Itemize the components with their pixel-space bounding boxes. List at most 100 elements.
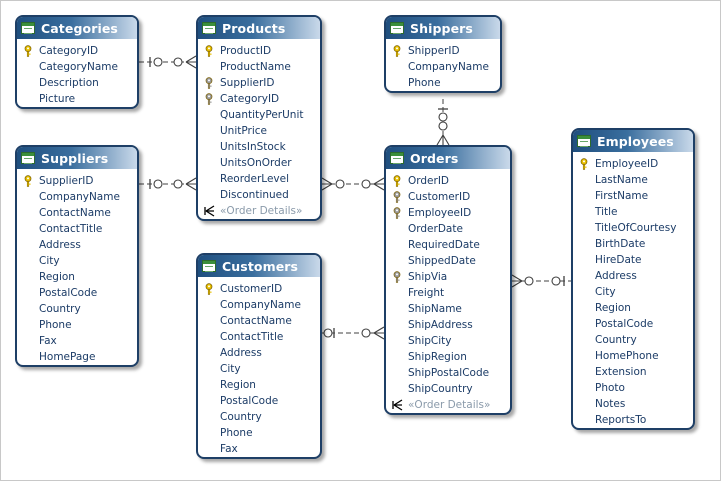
field-row[interactable]: SupplierID bbox=[17, 173, 137, 189]
navigation-property[interactable]: «Order Details» bbox=[198, 203, 320, 219]
field-row[interactable]: Region bbox=[17, 269, 137, 285]
field-row[interactable]: Fax bbox=[17, 333, 137, 349]
entity-header[interactable]: Categories bbox=[17, 17, 137, 39]
field-row[interactable]: CustomerID bbox=[386, 189, 510, 205]
navigation-property[interactable]: «Order Details» bbox=[386, 397, 510, 413]
field-row[interactable]: Notes bbox=[573, 396, 693, 412]
field-row[interactable]: UnitPrice bbox=[198, 123, 320, 139]
field-name: Photo bbox=[595, 382, 625, 394]
field-row[interactable]: Title bbox=[573, 204, 693, 220]
field-row[interactable]: ShipperID bbox=[386, 43, 500, 59]
field-row[interactable]: ShipAddress bbox=[386, 317, 510, 333]
field-row[interactable]: HomePhone bbox=[573, 348, 693, 364]
field-row[interactable]: Address bbox=[17, 237, 137, 253]
field-row[interactable]: Country bbox=[198, 409, 320, 425]
field-row[interactable]: ReorderLevel bbox=[198, 171, 320, 187]
field-row[interactable]: ContactTitle bbox=[198, 329, 320, 345]
field-row[interactable]: Fax bbox=[198, 441, 320, 457]
field-row[interactable]: Description bbox=[17, 75, 137, 91]
optional-marker bbox=[524, 276, 534, 286]
field-row[interactable]: ContactTitle bbox=[17, 221, 137, 237]
field-row[interactable]: ContactName bbox=[198, 313, 320, 329]
field-row[interactable]: EmployeeID bbox=[386, 205, 510, 221]
field-row[interactable]: City bbox=[17, 253, 137, 269]
field-row[interactable]: CompanyName bbox=[198, 297, 320, 313]
field-row[interactable]: EmployeeID bbox=[573, 156, 693, 172]
field-row[interactable]: LastName bbox=[573, 172, 693, 188]
field-row[interactable]: CategoryName bbox=[17, 59, 137, 75]
field-row[interactable]: CategoryID bbox=[198, 91, 320, 107]
field-row[interactable]: ContactName bbox=[17, 205, 137, 221]
field-row[interactable]: Phone bbox=[386, 75, 500, 91]
field-row[interactable]: TitleOfCourtesy bbox=[573, 220, 693, 236]
field-row[interactable]: ShipVia bbox=[386, 269, 510, 285]
optional-marker bbox=[153, 179, 163, 189]
field-row[interactable]: PostalCode bbox=[17, 285, 137, 301]
entity-header[interactable]: Orders bbox=[386, 147, 510, 169]
field-row[interactable]: OrderID bbox=[386, 173, 510, 189]
field-row[interactable]: ShipRegion bbox=[386, 349, 510, 365]
field-row[interactable]: OrderDate bbox=[386, 221, 510, 237]
field-name: OrderID bbox=[408, 175, 450, 187]
field-row[interactable]: Extension bbox=[573, 364, 693, 380]
primary-key-icon bbox=[386, 45, 408, 57]
field-row[interactable]: ProductID bbox=[198, 43, 320, 59]
field-row[interactable]: ReportsTo bbox=[573, 412, 693, 428]
field-name: Phone bbox=[408, 77, 441, 89]
entity-header[interactable]: Employees bbox=[573, 130, 693, 152]
field-name: Title bbox=[595, 206, 618, 218]
field-row[interactable]: ShipCountry bbox=[386, 381, 510, 397]
field-row[interactable]: RequiredDate bbox=[386, 237, 510, 253]
field-row[interactable]: ProductName bbox=[198, 59, 320, 75]
field-row[interactable]: SupplierID bbox=[198, 75, 320, 91]
field-row[interactable]: Country bbox=[573, 332, 693, 348]
field-row[interactable]: CompanyName bbox=[17, 189, 137, 205]
field-row[interactable]: Discontinued bbox=[198, 187, 320, 203]
field-row[interactable]: Phone bbox=[198, 425, 320, 441]
field-row[interactable]: QuantityPerUnit bbox=[198, 107, 320, 123]
field-row[interactable]: Address bbox=[198, 345, 320, 361]
field-row[interactable]: ShipName bbox=[386, 301, 510, 317]
field-row[interactable]: HireDate bbox=[573, 252, 693, 268]
field-row[interactable]: ShippedDate bbox=[386, 253, 510, 269]
field-row[interactable]: Region bbox=[198, 377, 320, 393]
field-row[interactable]: ShipPostalCode bbox=[386, 365, 510, 381]
entity-header[interactable]: Shippers bbox=[386, 17, 500, 39]
field-row[interactable]: Region bbox=[573, 300, 693, 316]
field-row[interactable]: ShipCity bbox=[386, 333, 510, 349]
entity-header[interactable]: Customers bbox=[198, 255, 320, 277]
field-row[interactable]: CustomerID bbox=[198, 281, 320, 297]
field-row[interactable]: City bbox=[198, 361, 320, 377]
field-name: Address bbox=[595, 270, 637, 282]
field-row[interactable]: Photo bbox=[573, 380, 693, 396]
field-row[interactable]: Freight bbox=[386, 285, 510, 301]
field-name: Address bbox=[220, 347, 262, 359]
entity-header[interactable]: Suppliers bbox=[17, 147, 137, 169]
field-row[interactable]: Phone bbox=[17, 317, 137, 333]
field-row[interactable]: Address bbox=[573, 268, 693, 284]
field-row[interactable]: UnitsOnOrder bbox=[198, 155, 320, 171]
field-row[interactable]: CompanyName bbox=[386, 59, 500, 75]
field-row[interactable]: City bbox=[573, 284, 693, 300]
entity-header[interactable]: Products bbox=[198, 17, 320, 39]
field-row[interactable]: BirthDate bbox=[573, 236, 693, 252]
field-row[interactable]: PostalCode bbox=[198, 393, 320, 409]
field-row[interactable]: PostalCode bbox=[573, 316, 693, 332]
field-row[interactable]: UnitsInStock bbox=[198, 139, 320, 155]
field-row[interactable]: FirstName bbox=[573, 188, 693, 204]
field-row[interactable]: CategoryID bbox=[17, 43, 137, 59]
field-row[interactable]: Picture bbox=[17, 91, 137, 107]
field-name: Region bbox=[39, 271, 75, 283]
field-row[interactable]: Country bbox=[17, 301, 137, 317]
field-row[interactable]: HomePage bbox=[17, 349, 137, 365]
